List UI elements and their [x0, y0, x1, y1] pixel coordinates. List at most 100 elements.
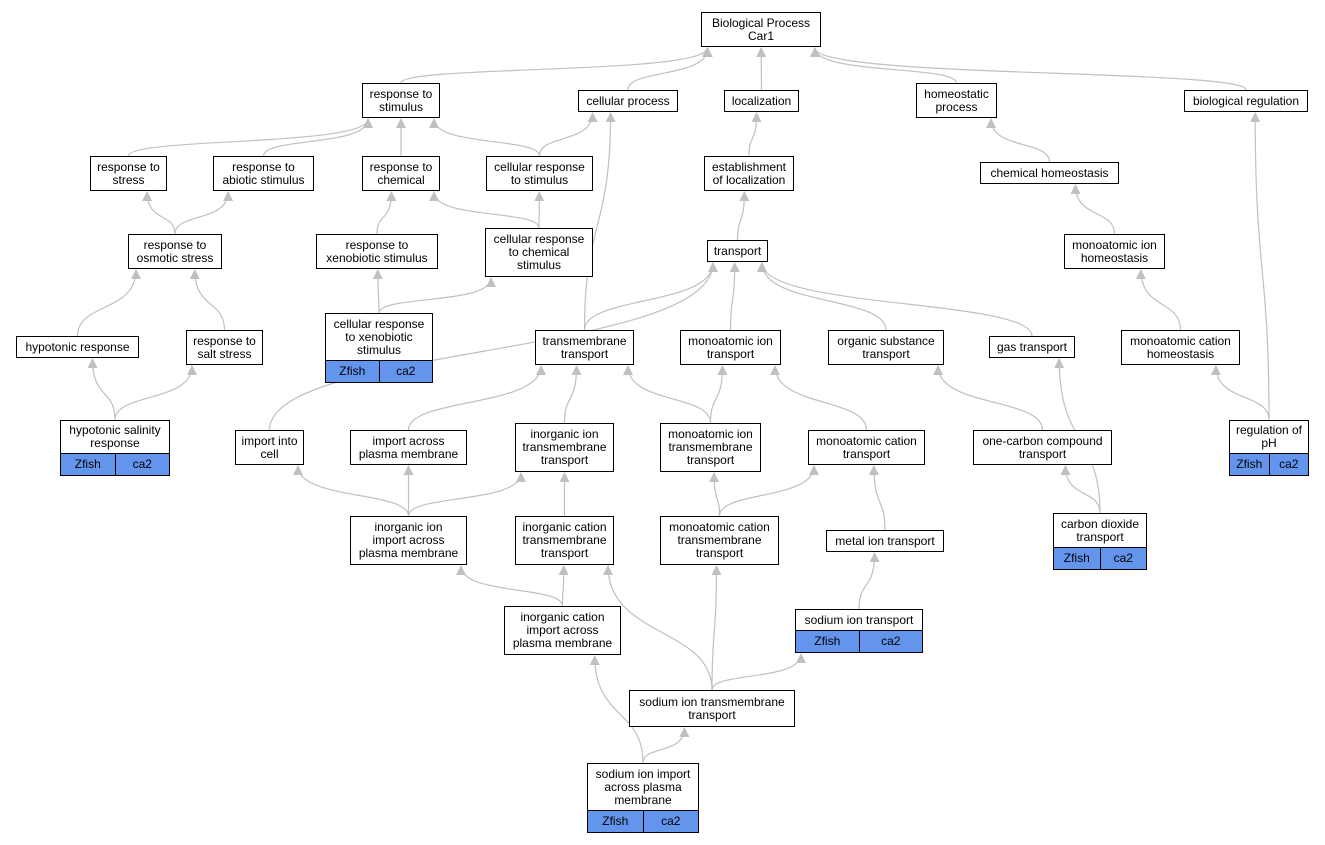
edge-transmembrane-to-transport: [583, 262, 718, 331]
go-term-cell-resp-stim[interactable]: cellular response to stimulus: [486, 156, 593, 191]
go-term-label: monoatomic cation homeostasis: [1130, 333, 1231, 361]
go-term-resp-osmotic[interactable]: response to osmotic stress: [128, 234, 222, 269]
annotation-tag-zfish[interactable]: Zfish: [61, 454, 115, 475]
go-term-label: homeostatic process: [924, 86, 989, 114]
edge-chem_homeo-to-homeostatic: [986, 118, 1051, 163]
go-term-mono-cat-homeo[interactable]: monoatomic cation homeostasis: [1121, 330, 1240, 365]
go-term-mono-cat-trans[interactable]: monoatomic cation transport: [808, 430, 925, 465]
annotation-tag-zfish[interactable]: Zfish: [326, 361, 379, 382]
annotation-tag-zfish[interactable]: Zfish: [1230, 454, 1269, 475]
annotation-tag-ca2[interactable]: ca2: [858, 631, 922, 652]
edge-resp_osmotic-to-resp_abiotic: [174, 191, 234, 235]
edge-co2_trans-to-one_carbon: [1060, 465, 1101, 514]
go-term-gas-trans[interactable]: gas transport: [989, 336, 1075, 358]
go-term-resp-chem[interactable]: response to chemical: [362, 156, 440, 191]
go-term-label: cellular response to chemical stimulus: [493, 232, 585, 272]
go-term-import-pm[interactable]: import across plasma membrane: [350, 430, 467, 465]
go-term-sodium-import[interactable]: sodium ion import across plasma membrane…: [587, 763, 699, 833]
go-term-mono-ion-homeo[interactable]: monoatomic ion homeostasis: [1064, 234, 1165, 269]
edge-sodium_tm-to-inorg_cat_tm: [603, 565, 713, 691]
go-term-one-carbon[interactable]: one-carbon compound transport: [973, 430, 1112, 465]
go-term-bio-reg[interactable]: biological regulation: [1184, 90, 1308, 112]
go-term-transmembrane[interactable]: transmembrane transport: [535, 330, 634, 365]
go-term-hypotonic[interactable]: hypotonic response: [16, 336, 139, 358]
go-term-root[interactable]: Biological Process Car1: [701, 12, 821, 47]
go-term-label: cellular response to xenobiotic stimulus: [333, 316, 425, 357]
go-term-label: response to salt stress: [193, 333, 256, 361]
go-term-resp-xeno[interactable]: response to xenobiotic stimulus: [316, 234, 438, 269]
go-term-resp-stress[interactable]: response to stress: [90, 156, 167, 191]
go-term-estab-loc[interactable]: establishment of localization: [704, 156, 794, 191]
go-term-label: cellular process: [586, 93, 670, 108]
edge-hypo_salinity-to-hypotonic: [87, 358, 116, 421]
go-term-org-subst[interactable]: organic substance transport: [828, 330, 944, 365]
annotation-tag-ca2[interactable]: ca2: [114, 454, 169, 475]
go-term-resp-abiotic[interactable]: response to abiotic stimulus: [213, 156, 314, 191]
go-term-localization[interactable]: localization: [724, 90, 799, 112]
edge-sodium_tm-to-sodium_ion: [711, 653, 806, 691]
go-term-sodium-tm[interactable]: sodium ion transmembrane transport: [629, 690, 795, 727]
edge-mono_cat_tm-to-mono_cat_trans: [718, 465, 819, 517]
go-term-mono-cat-tm[interactable]: monoatomic cation transmembrane transpor…: [660, 516, 779, 565]
go-term-mono-ion-tm[interactable]: monoatomic ion transmembrane transport: [660, 423, 761, 472]
go-term-label: regulation of pH: [1235, 423, 1303, 450]
go-term-label: import into cell: [241, 433, 298, 461]
edge-mono_ion_homeo-to-chem_homeo: [1070, 184, 1116, 235]
go-term-label: inorganic ion transmembrane transport: [522, 427, 607, 467]
go-term-label: monoatomic ion transport: [688, 333, 773, 361]
go-term-label: one-carbon compound transport: [982, 433, 1103, 461]
go-term-label: carbon dioxide transport: [1060, 516, 1140, 544]
go-term-resp-stim[interactable]: response to stimulus: [362, 83, 440, 118]
go-term-label: sodium ion transport: [804, 612, 914, 627]
annotation-tag-ca2[interactable]: ca2: [642, 811, 698, 832]
edge-metal_ion-to-mono_cat_trans: [868, 465, 886, 531]
edge-homeostatic-to-root: [810, 47, 958, 84]
annotation-tag-zfish[interactable]: Zfish: [588, 811, 643, 832]
edge-inorg_ion_tm-to-transmembrane: [563, 365, 582, 424]
go-term-label: monoatomic cation transmembrane transpor…: [669, 520, 770, 560]
go-term-chem-homeo[interactable]: chemical homeostasis: [980, 162, 1119, 184]
edge-mono_cat_homeo-to-mono_ion_homeo: [1135, 269, 1182, 331]
edge-sodium_import-to-inorg_cat_import: [589, 655, 644, 764]
go-term-cell-resp-xeno[interactable]: cellular response to xenobiotic stimulus…: [325, 313, 433, 383]
go-term-import-cell[interactable]: import into cell: [235, 430, 304, 465]
go-term-inorg-ion-tm[interactable]: inorganic ion transmembrane transport: [515, 423, 614, 472]
go-term-transport[interactable]: transport: [707, 240, 768, 262]
go-term-homeostatic[interactable]: homeostatic process: [916, 83, 997, 118]
go-term-resp-salt[interactable]: response to salt stress: [186, 330, 263, 365]
go-term-inorg-ion-import[interactable]: inorganic ion import across plasma membr…: [350, 516, 467, 565]
annotation-tag-ca2[interactable]: ca2: [1099, 548, 1146, 569]
edge-resp_xeno-to-resp_chem: [376, 191, 397, 235]
go-term-label: Biological Process Car1: [711, 15, 811, 43]
go-term-inorg-cat-tm[interactable]: inorganic cation transmembrane transport: [515, 516, 614, 565]
go-term-inorg-cat-import[interactable]: inorganic cation import across plasma me…: [504, 606, 621, 655]
go-term-label: cellular response to stimulus: [494, 159, 585, 187]
edge-mono_ion_tm-to-transmembrane: [623, 365, 712, 424]
go-term-cell-proc[interactable]: cellular process: [578, 90, 678, 112]
edge-bio_reg-to-root: [810, 47, 1247, 91]
go-term-mono-ion-trans[interactable]: monoatomic ion transport: [680, 330, 781, 365]
annotation-tag-zfish[interactable]: Zfish: [1054, 548, 1100, 569]
go-term-metal-ion[interactable]: metal ion transport: [826, 530, 944, 552]
annotation-tag-zfish[interactable]: Zfish: [796, 631, 859, 652]
edge-hypo_salinity-to-resp_salt: [114, 365, 197, 421]
go-term-cell-resp-chem[interactable]: cellular response to chemical stimulus: [485, 228, 593, 277]
go-term-label: hypotonic response: [25, 339, 130, 354]
edge-reg_ph-to-mono_cat_homeo: [1210, 365, 1270, 421]
annotation-tag-ca2[interactable]: ca2: [378, 361, 432, 382]
edge-resp_osmotic-to-resp_stress: [142, 191, 176, 235]
go-term-label: response to osmotic stress: [136, 237, 214, 265]
annotation-tag-ca2[interactable]: ca2: [1268, 454, 1308, 475]
edge-mono_cat_tm-to-mono_ion_tm: [709, 472, 721, 517]
go-term-label: response to stress: [97, 159, 160, 187]
